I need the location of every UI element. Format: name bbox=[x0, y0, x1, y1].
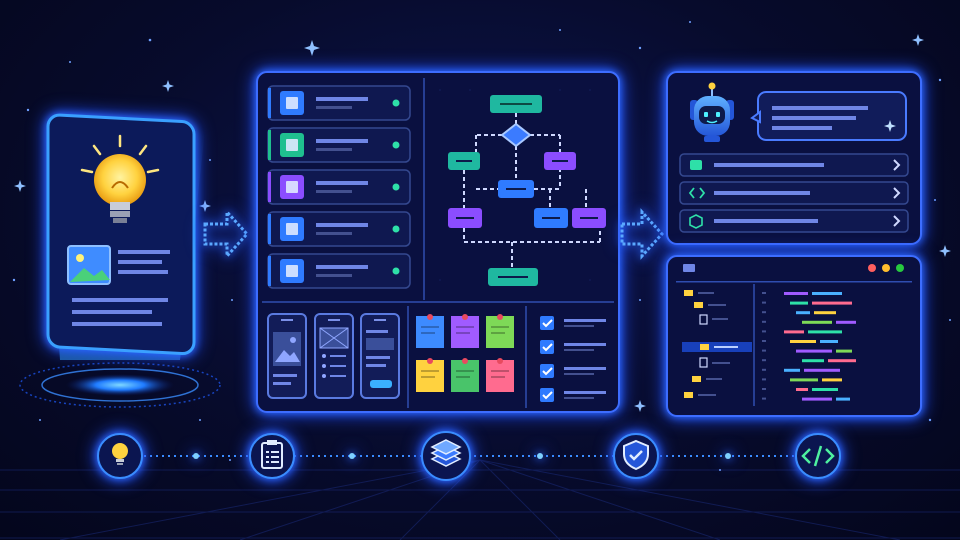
sticky-note bbox=[416, 314, 444, 348]
code-line bbox=[762, 301, 852, 305]
folder-icon bbox=[684, 392, 693, 398]
timeline-node-planning bbox=[249, 433, 295, 479]
window-dot bbox=[868, 264, 876, 272]
phone-mockup bbox=[267, 313, 307, 399]
chart-icon bbox=[280, 175, 304, 199]
sticky-note bbox=[451, 314, 479, 348]
window-dot bbox=[882, 264, 890, 272]
sticky-note bbox=[486, 358, 514, 392]
folder-icon bbox=[692, 376, 701, 382]
nav-list-item bbox=[267, 169, 411, 205]
code-line bbox=[762, 340, 838, 343]
user-icon bbox=[280, 133, 304, 157]
code-line bbox=[762, 292, 842, 295]
ai-assistant-panel bbox=[666, 71, 922, 245]
bell-icon bbox=[280, 217, 304, 241]
file-tree bbox=[682, 290, 752, 398]
arrow-right-icon bbox=[203, 208, 250, 260]
clipboard-icon bbox=[261, 440, 283, 469]
star-field bbox=[12, 21, 951, 471]
timeline bbox=[97, 431, 841, 481]
chat-bubble bbox=[750, 91, 907, 141]
file-icon bbox=[699, 357, 708, 368]
checklist-item bbox=[540, 340, 606, 354]
code-line bbox=[762, 330, 842, 334]
code-line bbox=[762, 378, 842, 382]
cube-icon bbox=[689, 214, 703, 229]
checklist-item bbox=[540, 364, 606, 378]
code-line bbox=[762, 397, 850, 401]
mobile-mockups bbox=[267, 313, 400, 399]
checkbox-icon bbox=[540, 388, 554, 402]
planning-board bbox=[256, 71, 620, 413]
chevron-right-icon bbox=[893, 159, 901, 171]
code-icon bbox=[688, 187, 706, 199]
robot-avatar-icon bbox=[690, 82, 734, 142]
timeline-node-idea bbox=[97, 433, 143, 479]
action-list-item bbox=[679, 181, 909, 205]
action-list-item bbox=[679, 153, 909, 177]
timeline-node-security bbox=[613, 433, 659, 479]
code-line bbox=[762, 320, 856, 324]
flowchart bbox=[439, 89, 606, 286]
sparkle-stars bbox=[14, 34, 951, 412]
action-list bbox=[679, 153, 909, 233]
sticky-notes bbox=[416, 314, 514, 392]
code-line bbox=[762, 388, 838, 391]
folder-icon bbox=[700, 344, 709, 350]
idea-card bbox=[19, 113, 221, 408]
code-lines bbox=[762, 292, 856, 401]
code-line bbox=[762, 311, 836, 315]
window-controls bbox=[868, 264, 904, 272]
lightbulb-icon bbox=[112, 443, 128, 465]
layers-icon bbox=[430, 439, 462, 467]
lightbulb-icon bbox=[80, 134, 160, 223]
code-icon bbox=[801, 445, 835, 467]
code-editor-window bbox=[666, 255, 922, 417]
chevron-right-icon bbox=[893, 187, 901, 199]
code-line bbox=[762, 349, 852, 353]
message-icon bbox=[690, 160, 702, 170]
folder-icon bbox=[684, 290, 693, 296]
checkbox-icon bbox=[540, 316, 554, 330]
folder-icon bbox=[694, 302, 703, 308]
code-line bbox=[762, 368, 840, 372]
chevron-right-icon bbox=[893, 215, 901, 227]
shield-check-icon bbox=[623, 439, 649, 471]
arrow-right-icon bbox=[620, 208, 665, 260]
image-icon bbox=[67, 245, 111, 285]
code-line bbox=[762, 359, 856, 363]
sticky-note bbox=[486, 314, 514, 348]
sticky-note bbox=[416, 358, 444, 392]
phone-mockup bbox=[360, 313, 400, 399]
nav-list-item bbox=[267, 253, 411, 289]
sticky-note bbox=[451, 358, 479, 392]
nav-list-item bbox=[267, 127, 411, 163]
phone-mockup bbox=[314, 313, 354, 399]
timeline-node-code bbox=[795, 433, 841, 479]
checkbox-icon bbox=[540, 340, 554, 354]
checklist-item bbox=[540, 388, 606, 402]
timeline-node-design bbox=[421, 431, 471, 481]
checklist bbox=[540, 316, 606, 402]
nav-list-item bbox=[267, 85, 411, 121]
checkbox-icon bbox=[540, 364, 554, 378]
checklist-item bbox=[540, 316, 606, 330]
window-dot bbox=[896, 264, 904, 272]
file-icon bbox=[699, 314, 708, 325]
nav-list bbox=[267, 85, 411, 289]
nav-list-item bbox=[267, 211, 411, 247]
gear-icon bbox=[280, 259, 304, 283]
action-list-item bbox=[679, 209, 909, 233]
grid-icon bbox=[280, 91, 304, 115]
